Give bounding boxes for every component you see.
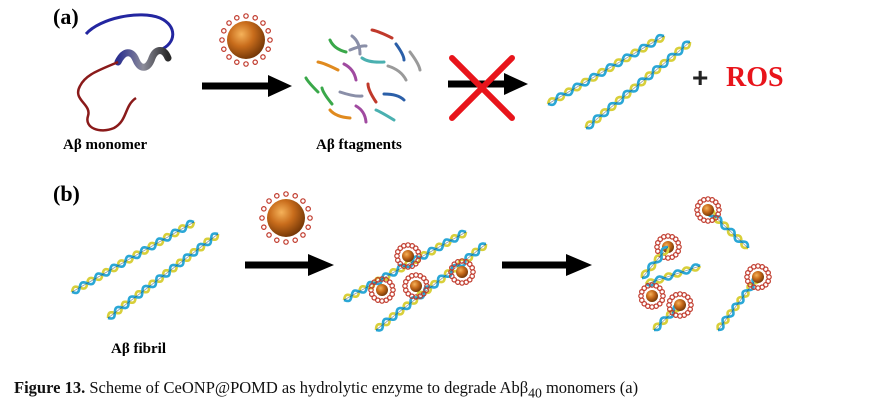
monomer-label: Aβ monomer — [63, 137, 148, 153]
panel-b-label: (b) — [53, 181, 80, 206]
figure-number: Figure 13. — [14, 378, 86, 397]
caption-subscript: 40 — [528, 385, 542, 401]
fibril-strand — [70, 219, 196, 295]
degraded-fibril-fragments — [638, 196, 772, 332]
nanoparticle-icon — [368, 276, 396, 304]
peptide-fragment — [382, 92, 406, 102]
fibril-strand — [640, 245, 670, 280]
fibril-strand — [584, 40, 692, 130]
fibril-strand — [342, 229, 468, 303]
peptide-fragment — [320, 86, 334, 106]
caption-text: Scheme of CeONP@POMD as hydrolytic enzym… — [85, 378, 529, 397]
ros-label: ROS — [726, 62, 784, 93]
peptide-fragment — [386, 64, 408, 82]
peptide-fragment — [366, 82, 378, 104]
plus-sign: + — [692, 62, 709, 93]
fibril-strand — [546, 33, 666, 107]
ceonp-nanoparticle — [219, 13, 273, 67]
fibril-strand — [652, 303, 682, 332]
abeta-monomer-structure — [76, 13, 175, 132]
nanoparticle-icon — [744, 263, 772, 291]
cross-mark-icon — [449, 55, 515, 121]
nanoparticle-icon — [694, 196, 722, 224]
nanoparticle-icon — [259, 191, 313, 245]
peptide-fragment — [342, 62, 358, 82]
fibril-strand — [374, 242, 488, 332]
peptide-fragment — [304, 76, 320, 94]
nanoparticle-icon — [402, 272, 430, 300]
peptide-fragment — [354, 104, 368, 124]
nanoparticle-icon — [666, 291, 694, 319]
caption-text-end: monomers (a) — [541, 378, 639, 397]
peptide-fragment — [360, 56, 386, 64]
abeta-fragments — [304, 28, 422, 124]
peptide-fragment — [348, 44, 368, 52]
fibril-strand — [106, 232, 220, 320]
nanoparticle-icon — [638, 282, 666, 310]
reaction-arrow — [202, 75, 292, 97]
peptide-fragment — [328, 38, 348, 54]
fibrils-with-nanoparticles — [342, 229, 488, 332]
reaction-arrow — [502, 254, 592, 276]
peptide-fragment — [338, 90, 364, 98]
fragments-label: Aβ ftagments — [316, 137, 402, 153]
ceonp-nanoparticle — [259, 191, 313, 245]
peptide-fragment — [374, 108, 396, 122]
figure-caption: Figure 13. Scheme of CeONP@POMD as hydro… — [14, 378, 638, 401]
nanoparticle-icon — [448, 258, 476, 286]
fibril-label: Aβ fibril — [111, 341, 166, 357]
abeta-fibrils-result — [546, 33, 692, 130]
peptide-fragment — [350, 34, 362, 56]
fibril-strand — [644, 263, 702, 287]
peptide-fragment — [394, 42, 406, 62]
reaction-arrow — [245, 254, 334, 276]
peptide-fragment — [328, 108, 352, 120]
nanoparticle-icon — [394, 242, 422, 270]
peptide-fragment — [316, 60, 340, 72]
panel-a-label: (a) — [53, 4, 79, 29]
peptide-fragment — [370, 28, 394, 40]
nanoparticle-icon — [219, 13, 273, 67]
peptide-fragment — [408, 50, 422, 72]
abeta-fibril-structure — [70, 219, 220, 320]
